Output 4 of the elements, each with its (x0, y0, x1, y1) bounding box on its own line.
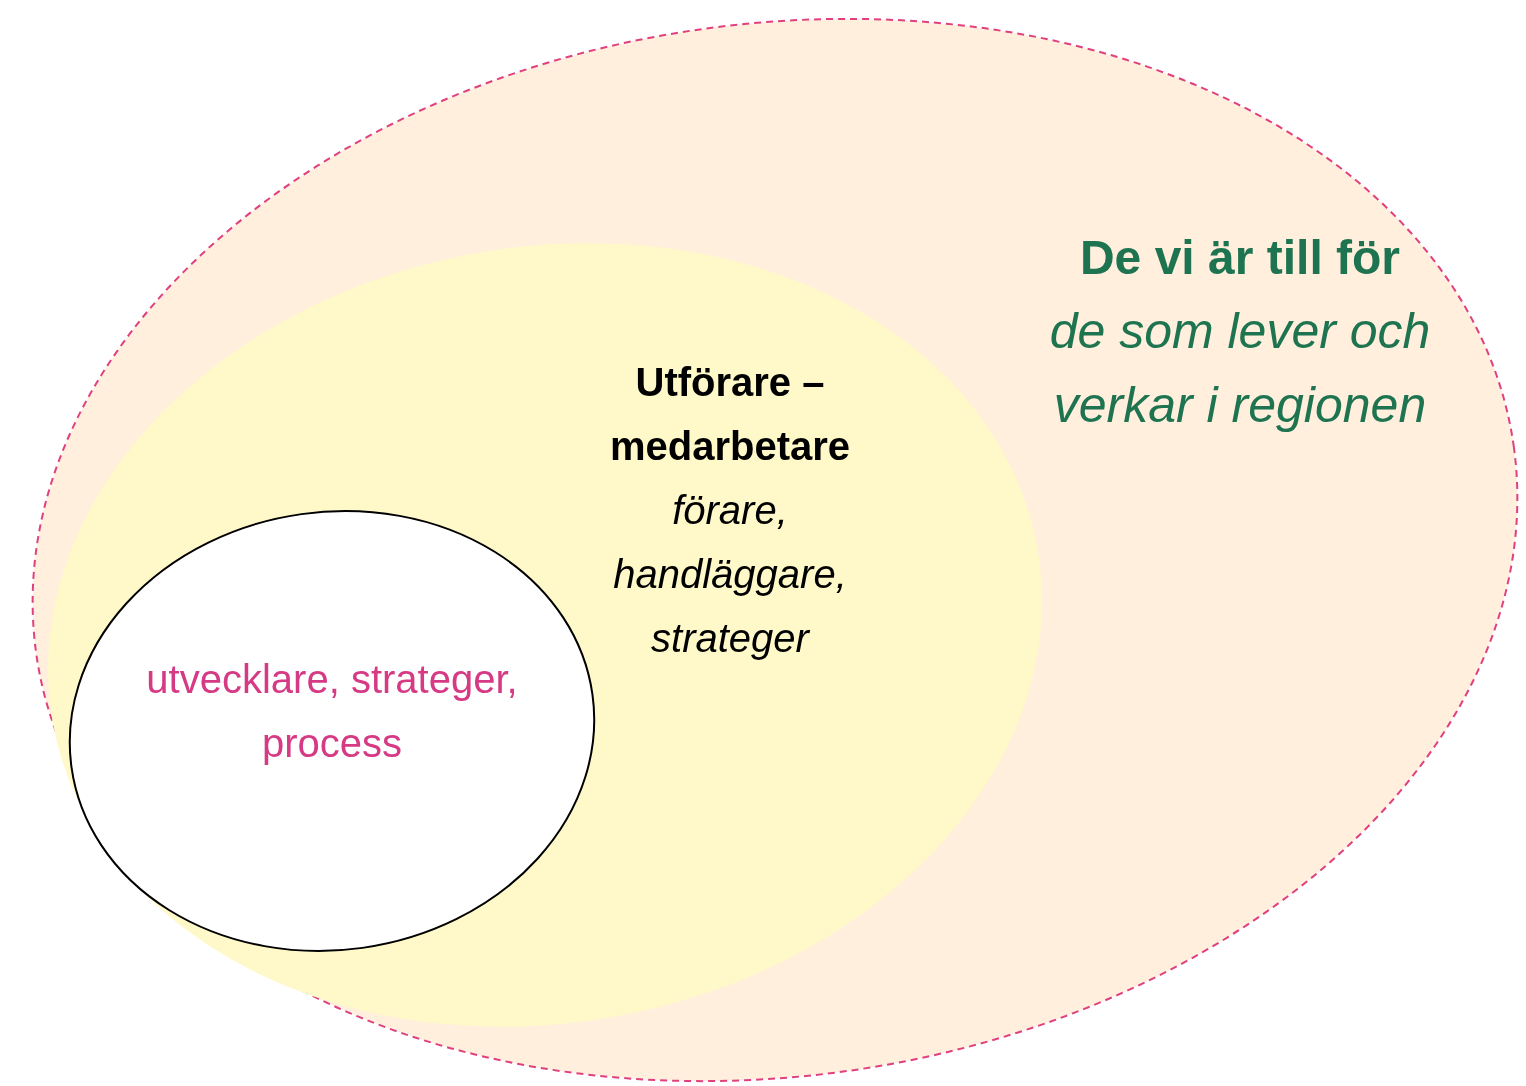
group-description: förare, handläggare, strateger (612, 487, 848, 662)
group-heading: De vi är till för (1079, 230, 1401, 286)
group-description: de som lever och verkar i regionen (1048, 302, 1432, 435)
group-label: utvecklare, strateger, process (145, 656, 519, 767)
